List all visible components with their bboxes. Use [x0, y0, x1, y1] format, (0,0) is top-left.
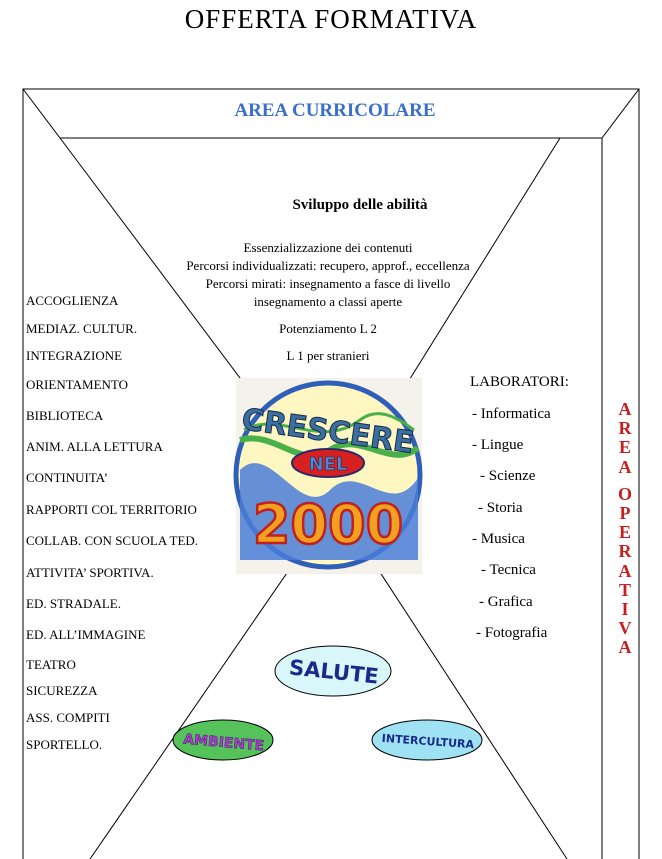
left-item: BIBLIOTECA: [26, 408, 104, 423]
area-operativa-letter: R: [618, 418, 632, 439]
logo-word-2000: 2000: [253, 493, 403, 556]
left-item: RAPPORTI COL TERRITORIO: [26, 502, 197, 517]
area-operativa-letter: A: [618, 456, 632, 477]
curricular-line: Essenzializzazione dei contenuti: [243, 240, 413, 255]
oval-salute: SALUTE: [274, 645, 392, 697]
area-operativa-letter: A: [618, 637, 632, 658]
left-item: COLLAB. CON SCUOLA TED.: [26, 533, 199, 548]
diagonal-left-lower: [89, 553, 301, 859]
laboratori-heading: LABORATORI:: [470, 374, 569, 390]
diagonal-left-upper: [59, 137, 259, 403]
area-operativa-letter: E: [618, 437, 631, 458]
diagonal-right-upper: [397, 137, 561, 399]
oval-ambiente: AMBIENTE: [172, 719, 274, 761]
left-item: ORIENTAMENTO: [26, 377, 128, 392]
curricular-line: L 1 per stranieri: [286, 348, 370, 363]
left-item: INTEGRAZIONE: [26, 348, 123, 363]
outer-frame: [22, 88, 640, 859]
area-operativa-letter: A: [618, 560, 632, 581]
laboratorio-item: - Scienze: [480, 468, 536, 484]
left-item: ED. ALL’IMMAGINE: [26, 627, 146, 642]
left-item: MEDIAZ. CULTUR.: [26, 321, 138, 336]
logo-word-nel: NEL: [309, 454, 348, 475]
curricular-line: insegnamento a classi aperte: [253, 294, 403, 309]
crescere-logo: CRESCERE NEL 2000: [233, 378, 423, 574]
laboratorio-item: - Musica: [472, 531, 525, 547]
diagonal-top-left: [22, 88, 61, 139]
laboratorio-item: - Lingue: [472, 437, 524, 453]
area-operativa-letter: E: [618, 522, 631, 543]
area-operativa-letter: P: [619, 503, 631, 524]
left-item: ASS. COMPITI: [26, 710, 110, 725]
laboratorio-item: - Storia: [478, 500, 523, 516]
oval-ambiente-label: AMBIENTE: [183, 731, 265, 754]
left-item: SPORTELLO.: [26, 737, 103, 752]
laboratorio-item: - Grafica: [479, 594, 533, 610]
laboratorio-item: - Fotografia: [476, 625, 548, 641]
left-item: TEATRO: [26, 657, 76, 672]
laboratorio-item: - Informatica: [472, 406, 551, 422]
left-item: ED. STRADALE.: [26, 596, 121, 611]
page-title: OFFERTA FORMATIVA: [184, 4, 478, 34]
sviluppo-heading: Sviluppo delle abilità: [292, 197, 428, 213]
oval-intercultura-label: INTERCULTURA: [381, 732, 475, 751]
area-operativa-letter: V: [618, 618, 632, 639]
left-item: ANIM. ALLA LETTURA: [26, 439, 163, 454]
area-operativa-letter: T: [618, 579, 631, 600]
area-operativa-letter: A: [618, 399, 632, 419]
curricular-line: Potenziamento L 2: [279, 321, 377, 336]
left-item: ATTIVITA’ SPORTIVA.: [26, 565, 154, 580]
curricular-line: Percorsi mirati: insegnamento a fasce di…: [205, 276, 451, 291]
curricular-line: Percorsi individualizzati: recupero, app…: [186, 258, 470, 273]
diagonal-top-right: [601, 88, 640, 139]
area-curricolare-heading: AREA CURRICOLARE: [234, 100, 436, 121]
area-operativa-letter: R: [618, 541, 632, 562]
area-operativa-letter: O: [617, 483, 632, 504]
laboratorio-item: - Tecnica: [481, 562, 536, 578]
area-operativa-letter: I: [621, 599, 629, 620]
oval-intercultura: INTERCULTURA: [371, 719, 483, 761]
left-item: SICUREZZA: [26, 683, 98, 698]
left-item: CONTINUITA’: [26, 470, 108, 485]
area-operativa-vertical-label: A R E A O P E R A T I V A: [614, 399, 636, 658]
diagonal-right-lower: [371, 559, 568, 859]
left-item: ACCOGLIENZA: [26, 293, 119, 308]
